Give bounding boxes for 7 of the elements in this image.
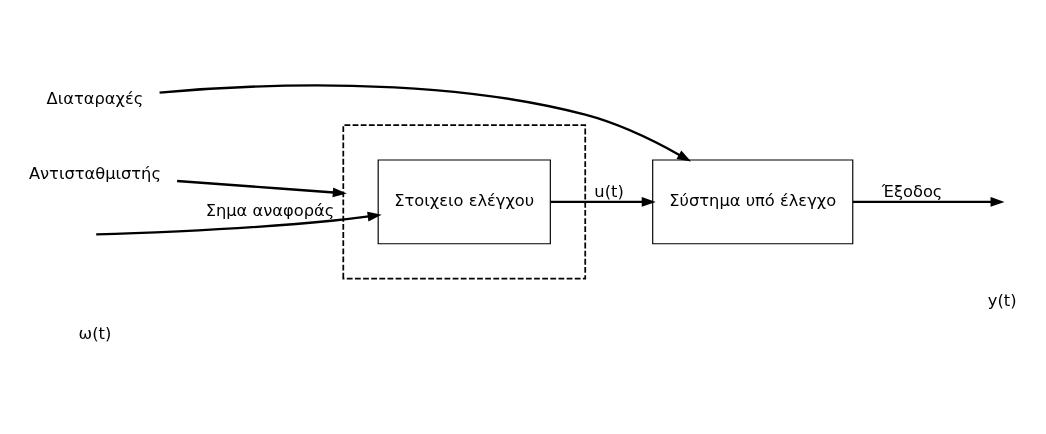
node-text: Διαταραχές xyxy=(46,88,144,108)
label: ω(t) xyxy=(78,323,112,343)
edge-label: Σημα αναφοράς xyxy=(205,201,335,221)
node-text: Αντισταθμιστής xyxy=(28,164,161,184)
edge-label: u(t) xyxy=(594,182,624,202)
label: y(t) xyxy=(987,291,1017,311)
edge-label: Έξοδος xyxy=(881,182,943,202)
